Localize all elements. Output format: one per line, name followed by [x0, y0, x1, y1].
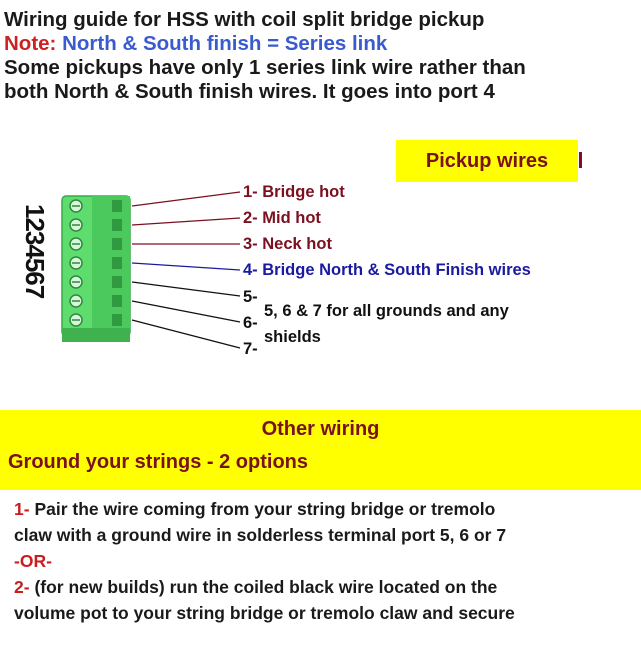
option-1-number: 1-: [14, 499, 30, 519]
wire-label-4: 4- Bridge North & South Finish wires: [243, 261, 531, 279]
terminal-screws: [69, 199, 122, 327]
other-wiring-title: Other wiring: [261, 418, 380, 440]
header-text: Wiring guide for HSS with coil split bri…: [4, 8, 640, 104]
ground-strings-title: Ground your strings - 2 options: [8, 451, 308, 473]
terminal-numbers: 1234567: [20, 204, 50, 299]
wire-1: [131, 191, 241, 207]
header-line-1: Wiring guide for HSS with coil split bri…: [4, 8, 485, 31]
note-line: Note: North & South finish = Series link: [4, 32, 640, 56]
wire-label-6: 6-: [243, 314, 258, 332]
wire-2: [131, 217, 241, 226]
ground-note-line-2: shields: [264, 328, 321, 346]
pickup-wires-banner: [396, 140, 578, 182]
option-1-line-2: claw with a ground wire in solderless te…: [14, 525, 507, 545]
or-separator: -OR-: [14, 551, 52, 571]
wire-7: [131, 319, 241, 349]
terminal-port: [112, 257, 122, 269]
option-1-text-1: Pair the wire coming from your string br…: [34, 499, 496, 519]
option-1-line-1: 1- Pair the wire coming from your string…: [14, 496, 638, 522]
note-text: North & South finish = Series link: [62, 32, 388, 55]
ground-options: 1- Pair the wire coming from your string…: [14, 496, 638, 626]
option-2-text-1: (for new builds) run the coiled black wi…: [34, 577, 498, 597]
wire-label-3: 3- Neck hot: [243, 235, 332, 253]
other-wiring-banner: [0, 410, 641, 490]
wire-4: [131, 262, 241, 271]
option-2-line-1: 2- (for new builds) run the coiled black…: [14, 574, 638, 600]
wire-label-5: 5-: [243, 288, 258, 306]
ground-note-line-1: 5, 6 & 7 for all grounds and any: [264, 302, 509, 320]
wire-label-1: 1- Bridge hot: [243, 183, 345, 201]
header-line-4: both North & South finish wires. It goes…: [4, 80, 495, 103]
wire-label-7: 7-: [243, 340, 258, 358]
wire-5: [131, 281, 241, 297]
wire-lines: [131, 191, 241, 349]
wire-6: [131, 300, 241, 323]
terminal-block-figure: 1234567: [20, 191, 241, 349]
banner-edge-mark: [579, 152, 582, 168]
terminal-port: [112, 219, 122, 231]
pickup-wires-title: Pickup wires: [425, 150, 549, 172]
terminal-port: [112, 238, 122, 250]
option-2-number: 2-: [14, 577, 30, 597]
terminal-port: [112, 295, 122, 307]
option-2-line-2: volume pot to your string bridge or trem…: [14, 603, 515, 623]
terminal-port: [112, 200, 122, 212]
note-label: Note:: [4, 32, 57, 55]
terminal-port: [112, 314, 122, 326]
wiring-diagram: 1234567 1- Bridge hot 2- Mid hot 3- Neck…: [0, 180, 606, 385]
header-line-3: Some pickups have only 1 series link wir…: [4, 56, 526, 79]
wire-label-2: 2- Mid hot: [243, 209, 321, 227]
terminal-port: [112, 276, 122, 288]
